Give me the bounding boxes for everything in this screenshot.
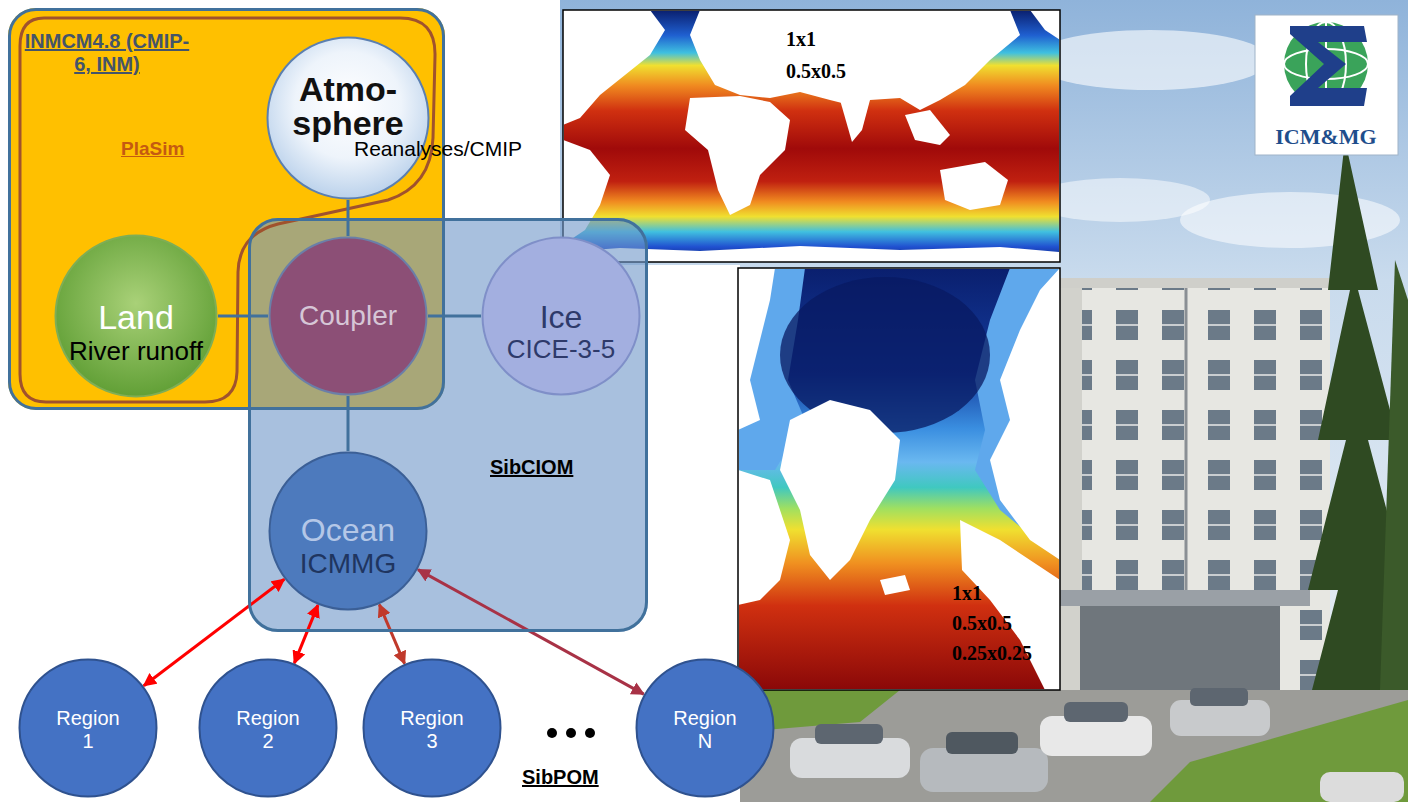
model-name: PlaSim	[121, 138, 184, 160]
label-anchor: PlaSim	[121, 138, 184, 160]
cars	[790, 688, 1404, 802]
label-anchor: Reanalyses/CMIP	[354, 137, 522, 161]
group-title: SibCIOM	[490, 456, 573, 479]
region-name: Region N	[669, 707, 741, 753]
continents	[564, 11, 1059, 261]
region-circle: Region 2	[198, 658, 338, 798]
label-anchor: 1x1	[952, 582, 982, 605]
logo-text: ICM&MG	[1258, 124, 1394, 149]
circle-shape	[20, 660, 157, 797]
region-name: Region 2	[232, 707, 304, 753]
text-stack: LandRiver runoff	[54, 234, 218, 398]
grid-resolution: 1x1	[786, 28, 816, 51]
global-sst-map	[563, 10, 1060, 262]
region-name: Region 1	[52, 707, 124, 753]
region-circle: Region 3	[362, 658, 502, 798]
building-photo	[560, 0, 1408, 802]
component-circle: Coupler	[268, 236, 428, 396]
group-title: INMCM4.8 (CMIP-6, INM)	[22, 30, 192, 76]
text-stack: OceanICMMG	[268, 451, 428, 611]
label-anchor: 0.5x0.5	[952, 612, 1012, 635]
data-exchange-arrow	[379, 605, 404, 664]
circle-shape	[56, 236, 217, 397]
label-anchor: 0.5x0.5	[786, 60, 846, 83]
region-name: Region 3	[396, 707, 468, 753]
coupling-line	[218, 315, 268, 318]
region-circle: Region N	[635, 658, 775, 798]
label-anchor: ICM&MG	[1258, 124, 1394, 149]
circle-shape	[200, 660, 337, 797]
coupling-line	[347, 396, 350, 451]
component-name: Coupler	[299, 300, 397, 332]
sky	[560, 0, 1408, 802]
component-circle: OceanICMMG	[268, 451, 428, 611]
grid-resolution: 1x1	[952, 582, 982, 605]
building-pillar	[1060, 288, 1082, 693]
text-stack: Region 3	[362, 658, 502, 798]
coupling-line	[428, 315, 481, 318]
circle-shape	[268, 38, 429, 199]
text-stack: Region 2	[198, 658, 338, 798]
plasim-outline	[20, 18, 435, 402]
label-anchor: 1x1	[786, 28, 816, 51]
component-circle: Atmo- sphere	[266, 36, 430, 200]
circle-shape	[270, 238, 427, 395]
grid-resolution: 0.5x0.5	[786, 60, 846, 83]
component-circle: IceCICE-3-5	[481, 236, 641, 396]
text-stack: Region N	[635, 658, 775, 798]
ellipsis-dots	[547, 728, 595, 738]
text-stack: Region 1	[18, 658, 158, 798]
group-fill	[248, 218, 648, 632]
component-detail: River runoff	[69, 337, 203, 367]
circle-shape	[483, 238, 640, 395]
component-circle: LandRiver runoff	[54, 234, 218, 398]
lawn	[1150, 700, 1408, 802]
canopy	[1050, 590, 1310, 606]
land-masses	[739, 269, 1059, 689]
component-name: Atmo- sphere	[286, 72, 411, 140]
cloud	[1180, 192, 1400, 248]
circle-shape	[364, 660, 501, 797]
data-exchange-arrow	[294, 605, 318, 663]
text-stack: IceCICE-3-5	[481, 236, 641, 396]
component-detail: ICMMG	[300, 548, 396, 580]
component-name: Ocean	[301, 512, 395, 549]
grid-resolution: 0.5x0.5	[952, 612, 1012, 635]
data-source-note: Reanalyses/CMIP	[354, 137, 522, 161]
fir-tree	[1380, 260, 1408, 690]
circle-shape	[637, 660, 774, 797]
circle-shape	[270, 453, 427, 610]
group-fill	[8, 8, 445, 410]
fir-tree	[1308, 140, 1408, 690]
text-stack: Coupler	[268, 236, 428, 396]
entrance	[1080, 606, 1280, 692]
connector-group	[144, 200, 644, 694]
cloud	[1030, 30, 1270, 90]
model-group-box: SibCIOM Coupler IceCICE-3-5OceanICMMG	[248, 218, 648, 632]
parking-lot	[740, 690, 1408, 802]
label-anchor: 0.25x0.25	[952, 642, 1032, 665]
component-detail: CICE-3-5	[507, 335, 615, 365]
label-anchor: SibPOM	[522, 766, 599, 789]
model-name: SibPOM	[522, 766, 599, 789]
component-name: Ice	[540, 299, 583, 336]
region-circle: Region 1	[18, 658, 158, 798]
text-stack: Atmo- sphere	[266, 36, 430, 200]
component-name: Land	[98, 298, 174, 337]
grid-resolution: 0.25x0.25	[952, 642, 1032, 665]
institute-logo	[1255, 15, 1398, 155]
arctic-sst-map	[738, 268, 1060, 690]
